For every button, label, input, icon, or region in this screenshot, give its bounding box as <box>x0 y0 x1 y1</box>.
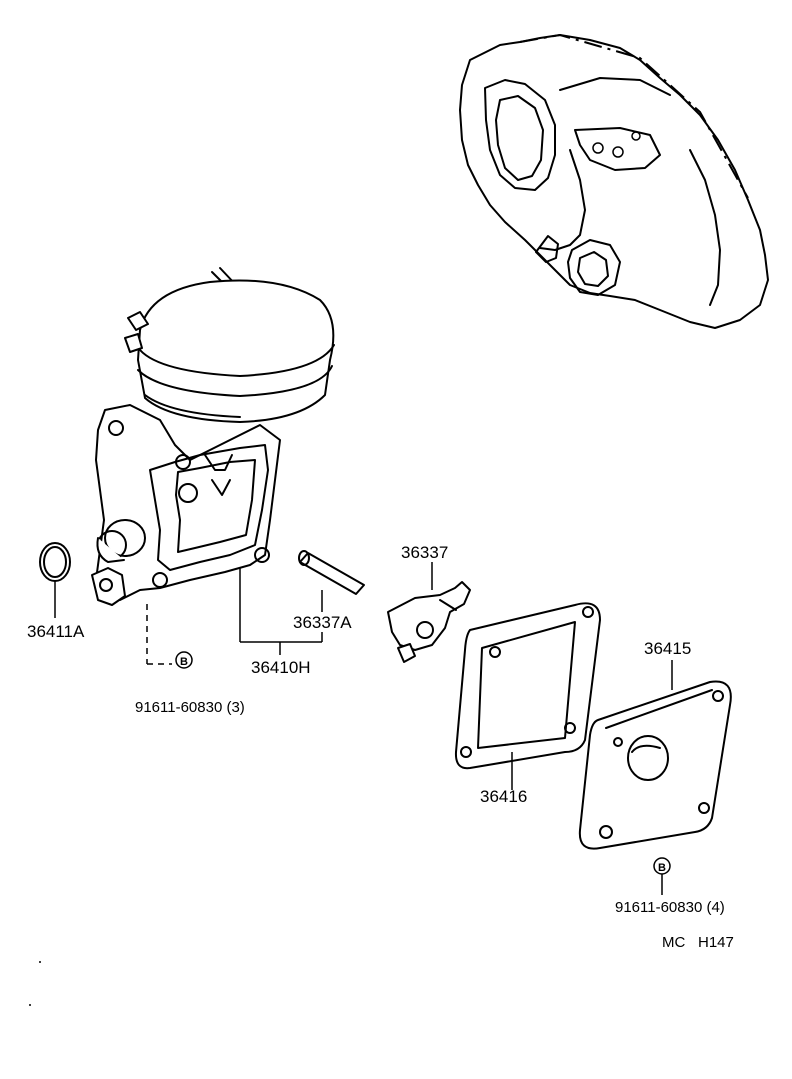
label-36411A: 36411A <box>27 622 85 641</box>
label-bolt1: 91611-60830 (3) <box>135 699 245 716</box>
ref-code: H147 <box>698 934 734 951</box>
gasket-36416 <box>454 602 601 790</box>
transaxle-case <box>459 33 769 329</box>
leader-bolt1 <box>146 604 172 665</box>
booster-assembly <box>91 267 335 606</box>
speck <box>29 1004 31 1006</box>
bolt-marker-2: B <box>653 857 671 875</box>
label-36415: 36415 <box>644 639 691 658</box>
o-ring-36411A <box>39 542 71 618</box>
speck <box>39 961 41 963</box>
bolt-marker-1: B <box>175 651 193 669</box>
ref-mc: MC <box>662 934 685 951</box>
label-bolt2: 91611-60830 (4) <box>615 899 725 916</box>
lever-36337 <box>387 562 471 663</box>
label-36337A: 36337A <box>293 613 352 632</box>
label-36410H: 36410H <box>251 658 311 677</box>
pin-36337A <box>298 550 365 612</box>
bolt-marker-1-letter: B <box>180 656 188 668</box>
leader-36410H <box>239 568 323 655</box>
cover-36415 <box>578 660 732 850</box>
label-36416: 36416 <box>480 787 527 806</box>
bolt-marker-2-letter: B <box>658 862 666 874</box>
label-36337: 36337 <box>401 543 448 562</box>
